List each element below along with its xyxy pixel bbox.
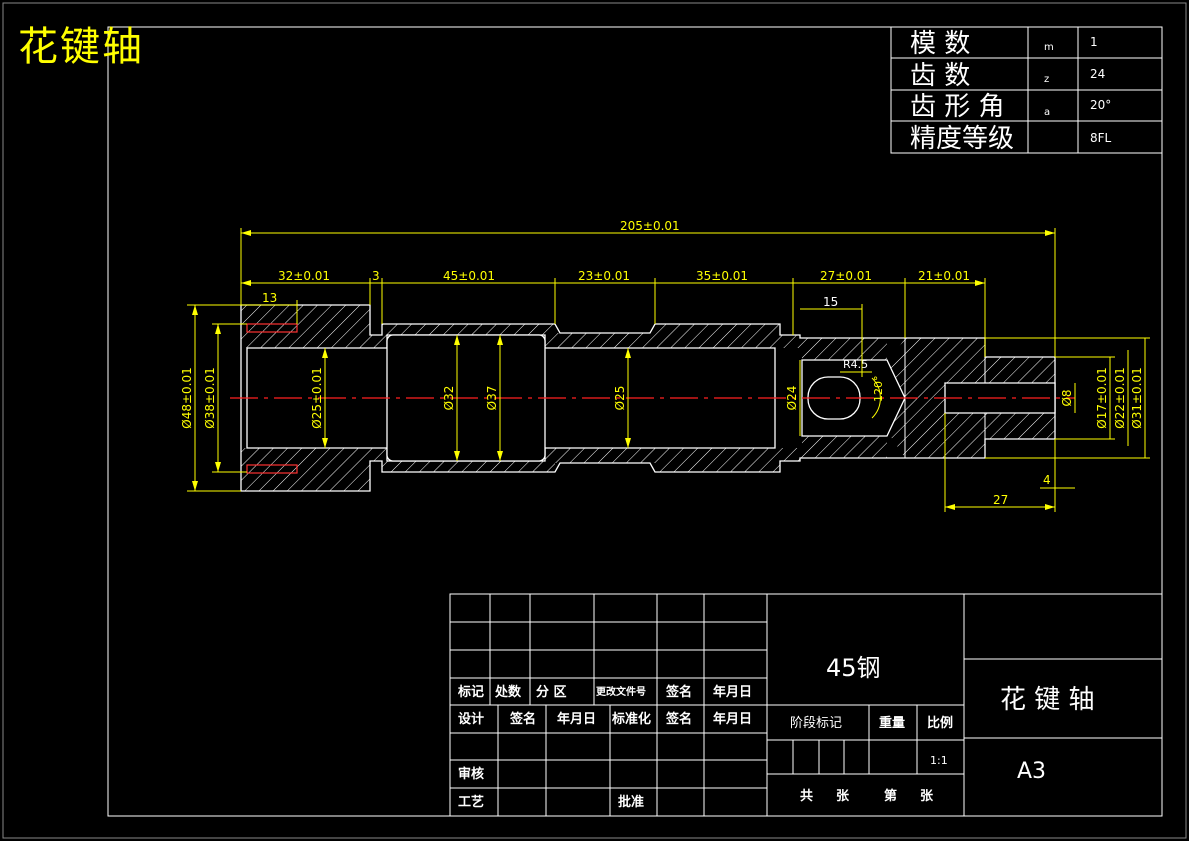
- param-symbol-0: m: [1044, 42, 1054, 53]
- tb-label-change-doc: 更改文件号: [596, 685, 646, 698]
- hatch-bottom: [241, 436, 887, 491]
- thread-mark-bottom: [246, 464, 298, 474]
- dimension-lines: [187, 228, 1150, 512]
- thread-mark-top: [246, 323, 298, 333]
- tb-sheets-total: 共: [800, 788, 813, 804]
- param-name-0: 模 数: [910, 29, 970, 59]
- tb-design-date: 年月日: [557, 711, 596, 727]
- tb-label-zone: 分 区: [536, 684, 567, 700]
- tb-standard-date: 年月日: [713, 711, 752, 727]
- dim-4: 4: [1043, 473, 1051, 487]
- dim-23: 23±0.01: [578, 269, 630, 283]
- dim-13: 13: [262, 291, 277, 305]
- param-value-0: 1: [1090, 35, 1098, 49]
- dim-dia25b: Ø25: [613, 386, 627, 411]
- dim-dia31: Ø31±0.01: [1130, 367, 1144, 429]
- dim-dia25a: Ø25±0.01: [310, 367, 324, 429]
- dim-21: 21±0.01: [918, 269, 970, 283]
- tb-scale: 1:1: [930, 754, 948, 767]
- dim-15: 15: [823, 295, 838, 309]
- param-name-3: 精度等级: [910, 124, 1014, 154]
- parameter-table: [890, 26, 1163, 154]
- param-name-2: 齿 形 角: [910, 92, 1005, 122]
- dimension-arrows: [192, 230, 1055, 510]
- dim-overall: 205±0.01: [620, 219, 680, 233]
- param-value-1: 24: [1090, 67, 1105, 81]
- tb-stage-mark: 阶段标记: [790, 716, 842, 731]
- param-name-1: 齿 数: [910, 61, 970, 91]
- dim-35: 35±0.01: [696, 269, 748, 283]
- dim-27: 27±0.01: [820, 269, 872, 283]
- dim-120: 120°: [872, 376, 885, 403]
- tb-ratio: 比例: [927, 715, 953, 731]
- tb-process: 工艺: [458, 794, 484, 810]
- dim-dia24: Ø24: [785, 386, 799, 411]
- tb-material: 45钢: [826, 654, 881, 682]
- tb-sheet-no: 第: [884, 788, 897, 804]
- param-value-2: 20°: [1090, 98, 1111, 112]
- tb-sheet-size: A3: [1017, 759, 1046, 784]
- tb-label-mark: 标记: [457, 684, 484, 700]
- dimension-labels: 205±0.01 32±0.01 3 45±0.01 23±0.01 35±0.…: [180, 219, 1144, 507]
- tb-label-sign: 签名: [665, 684, 692, 700]
- hatch-top: [241, 305, 887, 360]
- dim-dia17: Ø17±0.01: [1095, 367, 1109, 429]
- param-symbol-2: a: [1044, 107, 1050, 118]
- dim-dia48: Ø48±0.01: [180, 367, 194, 429]
- param-symbol-1: z: [1044, 74, 1049, 85]
- dim-dia37: Ø37: [485, 386, 499, 411]
- title-block-grid: [449, 593, 1163, 817]
- param-value-3: 8FL: [1090, 131, 1112, 145]
- drawing-title: 花键轴: [18, 24, 144, 70]
- tb-part-name: 花 键 轴: [1000, 685, 1095, 715]
- tb-weight: 重量: [879, 715, 905, 731]
- tb-review: 审核: [458, 766, 484, 782]
- parameter-rows: 模 数 m 1 齿 数 z 24 齿 形 角 a 20° 精度等级 8FL: [910, 29, 1112, 154]
- tb-design: 设计: [458, 711, 484, 727]
- hatch-right: [865, 338, 1055, 458]
- dim-dia38: Ø38±0.01: [203, 367, 217, 429]
- tb-label-count: 处数: [494, 684, 522, 700]
- tb-standard-sign: 签名: [665, 711, 692, 727]
- tb-label-date: 年月日: [713, 684, 752, 700]
- dim-dia8: Ø8: [1060, 389, 1074, 406]
- dim-45: 45±0.01: [443, 269, 495, 283]
- title-block-text: 标记 处数 分 区 更改文件号 签名 年月日 设计 签名 年月日 标准化 签名 …: [457, 654, 1095, 810]
- tb-sheet-no-unit: 张: [920, 789, 934, 804]
- tb-standard: 标准化: [611, 711, 651, 727]
- shaft-section: [230, 304, 1075, 492]
- dim-3: 3: [372, 269, 380, 283]
- dim-r45: R4.5: [843, 358, 868, 371]
- dim-27b: 27: [993, 493, 1008, 507]
- dim-32: 32±0.01: [278, 269, 330, 283]
- tb-approve: 批准: [618, 794, 644, 810]
- dim-dia22: Ø22±0.01: [1113, 367, 1127, 429]
- tb-sheets-unit: 张: [836, 789, 850, 804]
- dim-dia32: Ø32: [442, 386, 456, 411]
- tb-design-sign: 签名: [509, 711, 536, 727]
